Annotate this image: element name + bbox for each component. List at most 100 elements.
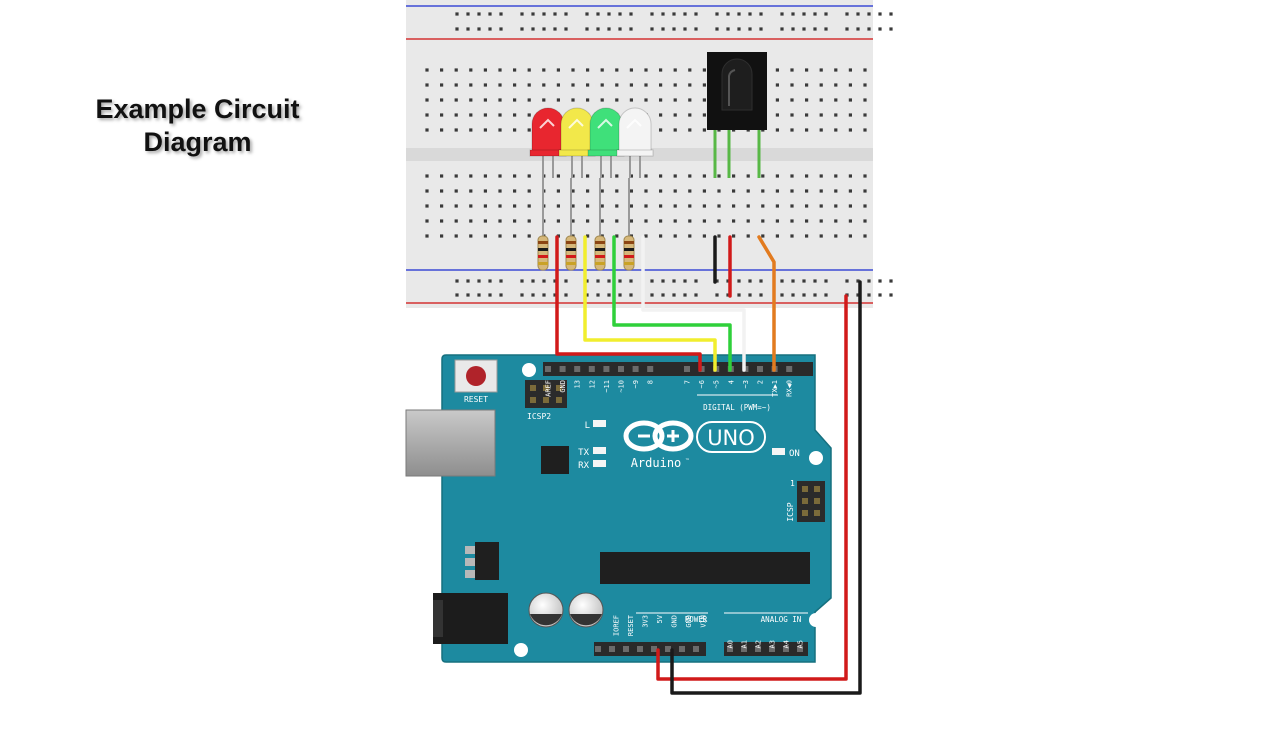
digital-pin[interactable] [786, 366, 793, 372]
breadboard-hole [527, 189, 531, 193]
breadboard-hole [469, 68, 473, 72]
breadboard-hole [683, 12, 687, 16]
resistors [537, 178, 635, 271]
power-pin[interactable] [693, 646, 699, 652]
breadboard-hole [732, 174, 736, 178]
breadboard-hole [791, 293, 795, 297]
power-pin[interactable] [637, 646, 643, 652]
breadboard-hole [761, 234, 765, 238]
breadboard-hole [775, 68, 779, 72]
breadboard-hole [867, 27, 871, 31]
breadboard-hole [715, 27, 719, 31]
breadboard-hole [513, 83, 517, 87]
digital-pin-label: ~5 [713, 380, 721, 388]
breadboard-hole [688, 113, 692, 117]
breadboard-hole [672, 27, 676, 31]
analog-pin[interactable] [769, 646, 775, 652]
power-pin[interactable] [609, 646, 615, 652]
breadboard-hole [498, 98, 502, 102]
breadboard-hole [513, 189, 517, 193]
breadboard-hole [499, 279, 503, 283]
breadboard-hole [802, 279, 806, 283]
breadboard-hole [688, 219, 692, 223]
breadboard-hole [673, 219, 677, 223]
digital-pin-label: 4 [727, 380, 735, 384]
digital-pin[interactable] [632, 366, 639, 372]
breadboard-hole [717, 204, 721, 208]
digital-pin[interactable] [618, 366, 624, 372]
analog-pin-label: A1 [741, 640, 749, 648]
breadboard-hole [848, 174, 852, 178]
analog-pin[interactable] [797, 646, 803, 652]
breadboard-hole [644, 204, 648, 208]
wire-orange-ir-signal [757, 235, 776, 372]
digital-pin[interactable] [545, 366, 551, 372]
digital-pin[interactable] [588, 366, 595, 372]
breadboard-hole [615, 189, 619, 193]
breadboard-hole [661, 293, 665, 297]
breadboard-hole [863, 98, 867, 102]
breadboard-hole [498, 219, 502, 223]
breadboard-hole [498, 234, 502, 238]
breadboard-hole [585, 12, 589, 16]
breadboard-hole [498, 174, 502, 178]
breadboard-hole [600, 83, 604, 87]
diagram-title-line-2: Diagram [143, 127, 252, 157]
breadboard-hole [694, 293, 698, 297]
power-pin[interactable] [595, 646, 601, 652]
analog-pin[interactable] [741, 646, 747, 652]
power-label: POWER [685, 615, 708, 624]
analog-pin-label: A0 [727, 640, 735, 648]
digital-pin[interactable] [647, 366, 654, 372]
digital-pin[interactable] [757, 366, 763, 372]
power-pin[interactable] [665, 646, 671, 652]
breadboard-hole [737, 279, 741, 283]
breadboard-hole [673, 98, 677, 102]
power-pin[interactable] [651, 646, 657, 652]
breadboard-hole [483, 219, 487, 223]
digital-pin[interactable] [603, 366, 610, 372]
breadboard-hole [466, 27, 470, 31]
breadboard-hole [659, 98, 663, 102]
breadboard-hole [673, 113, 677, 117]
breadboard-hole [775, 128, 779, 132]
breadboard-hole [702, 204, 706, 208]
breadboard-hole [425, 219, 429, 223]
diagram-title-line-1: Example Circuit [95, 94, 300, 124]
breadboard-hole [813, 279, 817, 283]
digital-pin[interactable] [559, 366, 566, 372]
power-pin-label: GND [685, 615, 693, 628]
breadboard-hole [650, 27, 654, 31]
analog-pin[interactable] [783, 646, 789, 652]
breadboard-hole [856, 12, 860, 16]
analog-pin[interactable] [755, 646, 761, 652]
breadboard-hole [717, 174, 721, 178]
digital-pin[interactable] [574, 366, 581, 372]
power-pin[interactable] [623, 646, 629, 652]
breadboard-hole [673, 68, 677, 72]
breadboard-hole [694, 279, 698, 283]
digital-pin[interactable] [684, 366, 690, 372]
breadboard-hole [513, 98, 517, 102]
wire-red-5v [656, 294, 848, 681]
breadboard-hole [586, 68, 590, 72]
reset-label: RESET [464, 395, 488, 404]
analog-label: ANALOG IN [761, 615, 802, 624]
resistor [623, 178, 635, 271]
analog-pin[interactable] [727, 646, 733, 652]
breadboard-hole [542, 279, 546, 283]
breadboard-hole [531, 27, 535, 31]
breadboard-hole [775, 83, 779, 87]
breadboard-hole [748, 27, 752, 31]
breadboard-hole [683, 27, 687, 31]
icsp-header [797, 481, 825, 522]
breadboard-hole [748, 279, 752, 283]
power-pin[interactable] [679, 646, 685, 652]
icsp2-header [525, 380, 567, 408]
reset-button-cap[interactable] [466, 366, 486, 386]
power-pin-label: IOREF [613, 615, 621, 636]
breadboard-hole [824, 279, 828, 283]
usb-chip [541, 446, 569, 474]
breadboard-hole [585, 279, 589, 283]
